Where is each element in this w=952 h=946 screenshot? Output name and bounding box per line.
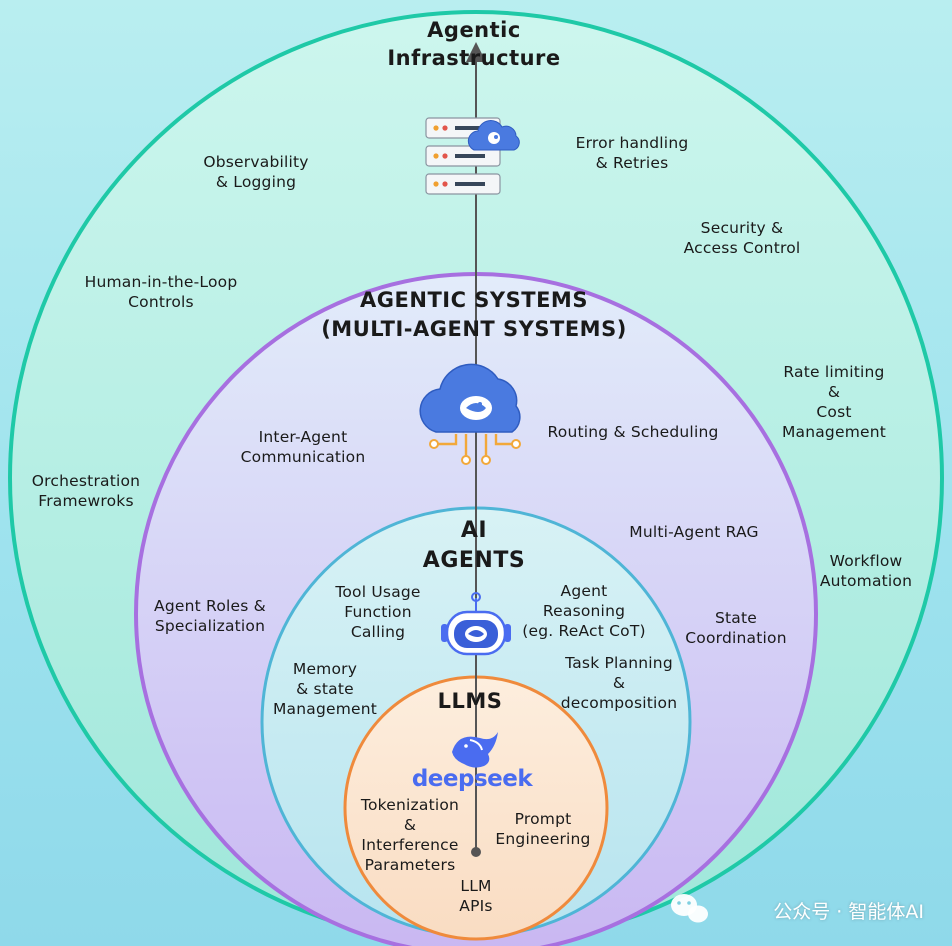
multi-agent-rag-label: Multi-Agent RAG xyxy=(629,523,759,541)
prompt-engineering-label: Prompt Engineering xyxy=(495,810,591,848)
agent-roles-label: Agent Roles & Specialization xyxy=(154,597,266,635)
deepseek-brand: deepseek xyxy=(411,766,533,792)
robot-head-icon xyxy=(441,592,511,656)
inter-agent-label: Inter-Agent Communication xyxy=(240,428,366,466)
watermark-text: 公众号 · 智能体AI xyxy=(773,901,924,923)
infrastructure-title: Agentic Infrastructure xyxy=(387,18,561,70)
routing-label: Routing & Scheduling xyxy=(547,423,719,441)
task-planning-label: Task Planning & decomposition xyxy=(560,654,678,712)
error-handling-label: Error handling & Retries xyxy=(575,134,689,172)
wechat-icon xyxy=(671,894,708,923)
tokenization-label: Tokenization & Interference Parameters xyxy=(360,796,460,874)
systems-title: AGENTIC SYSTEMS (MULTI-AGENT SYSTEMS) xyxy=(321,288,627,341)
agents-title: AI AGENTS xyxy=(422,518,526,573)
rate-limiting-label: Rate limiting & Cost Management xyxy=(781,363,887,441)
llm-apis-label: LLM APIs xyxy=(459,877,493,915)
llms-title: LLMS xyxy=(437,689,503,713)
watermark: 公众号 · 智能体AI xyxy=(773,897,924,924)
server-rack-icon xyxy=(425,117,520,195)
workflow-label: Workflow Automation xyxy=(819,552,913,590)
orchestration-label: Orchestration Framewroks xyxy=(31,472,141,510)
core-axis-dot xyxy=(471,847,481,857)
security-label: Security & Access Control xyxy=(683,219,801,257)
human-in-loop-label: Human-in-the-Loop Controls xyxy=(84,273,238,311)
cloud-whale-icon xyxy=(419,363,521,465)
agent-reasoning-label: Agent Reasoning (eg. ReAct CoT) xyxy=(522,582,646,640)
memory-label: Memory & state Management xyxy=(272,660,378,718)
state-coordination-label: State Coordination xyxy=(685,609,787,647)
observability-label: Observability & Logging xyxy=(203,153,309,191)
deepseek-whale-icon xyxy=(452,732,498,768)
tool-usage-label: Tool Usage Function Calling xyxy=(335,583,421,641)
